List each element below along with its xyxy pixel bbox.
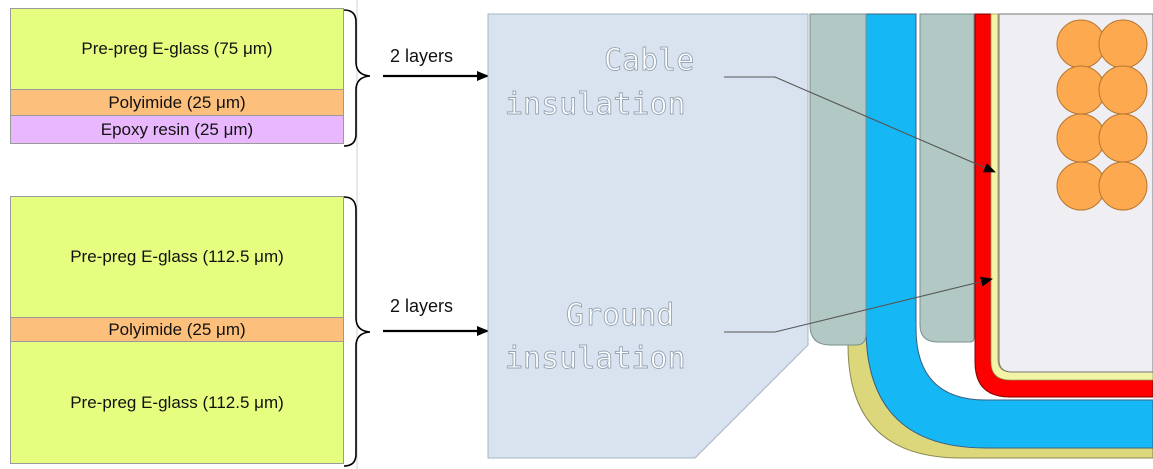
strand	[1098, 113, 1148, 163]
strand	[1098, 19, 1148, 69]
ground-insulation-blue	[865, 13, 1153, 449]
strand-group	[1056, 19, 1148, 211]
cable-insulation-leader	[724, 76, 996, 173]
layer-polyimide-25: Polyimide (25 μm)	[10, 318, 344, 342]
bottom-multiplier-label: 2 layers	[390, 296, 454, 316]
layer-polyimide-25: Polyimide (25 μm)	[10, 90, 344, 116]
ground-insulation-label-line1: Ground	[566, 298, 674, 333]
ground-insulation-label-line2: insulation	[505, 341, 686, 376]
layer-epoxy-25: Epoxy resin (25 μm)	[10, 116, 344, 144]
layer-prepreg-75: Pre-preg E-glass (75 μm)	[10, 8, 344, 90]
cable-insulation-label-line1: Cable	[604, 43, 694, 78]
strand	[1056, 65, 1106, 115]
strand	[1098, 161, 1148, 211]
pole-piece	[487, 13, 809, 459]
layer-label: Polyimide (25 μm)	[108, 92, 246, 112]
top-brace	[343, 9, 371, 147]
bottom-brace	[343, 196, 371, 467]
strand	[1056, 113, 1106, 163]
layer-label: Epoxy resin (25 μm)	[100, 119, 254, 139]
cable-insulation-inner	[990, 13, 1153, 381]
bottom-layer-stack: Pre-preg E-glass (112.5 μm) Polyimide (2…	[10, 196, 344, 464]
layer-prepreg-112-5-top: Pre-preg E-glass (112.5 μm)	[10, 196, 344, 318]
layer-label: Pre-preg E-glass (75 μm)	[81, 39, 273, 58]
layer-prepreg-112-5-bottom: Pre-preg E-glass (112.5 μm)	[10, 342, 344, 464]
ground-layer-right	[919, 13, 975, 343]
strand	[1056, 161, 1106, 211]
layer-label: Pre-preg E-glass (112.5 μm)	[70, 392, 284, 412]
strand	[1056, 19, 1106, 69]
layer-label: Polyimide (25 μm)	[108, 319, 246, 339]
layer-label: Pre-preg E-glass (112.5 μm)	[70, 247, 284, 266]
top-layer-stack: Pre-preg E-glass (75 μm) Polyimide (25 μ…	[10, 8, 344, 144]
ground-layer-left	[809, 13, 867, 346]
strand	[1098, 65, 1148, 115]
cable-insulation-label-line2: insulation	[505, 87, 686, 122]
ground-insulation-leader	[724, 276, 993, 333]
top-multiplier-label: 2 layers	[390, 46, 454, 66]
